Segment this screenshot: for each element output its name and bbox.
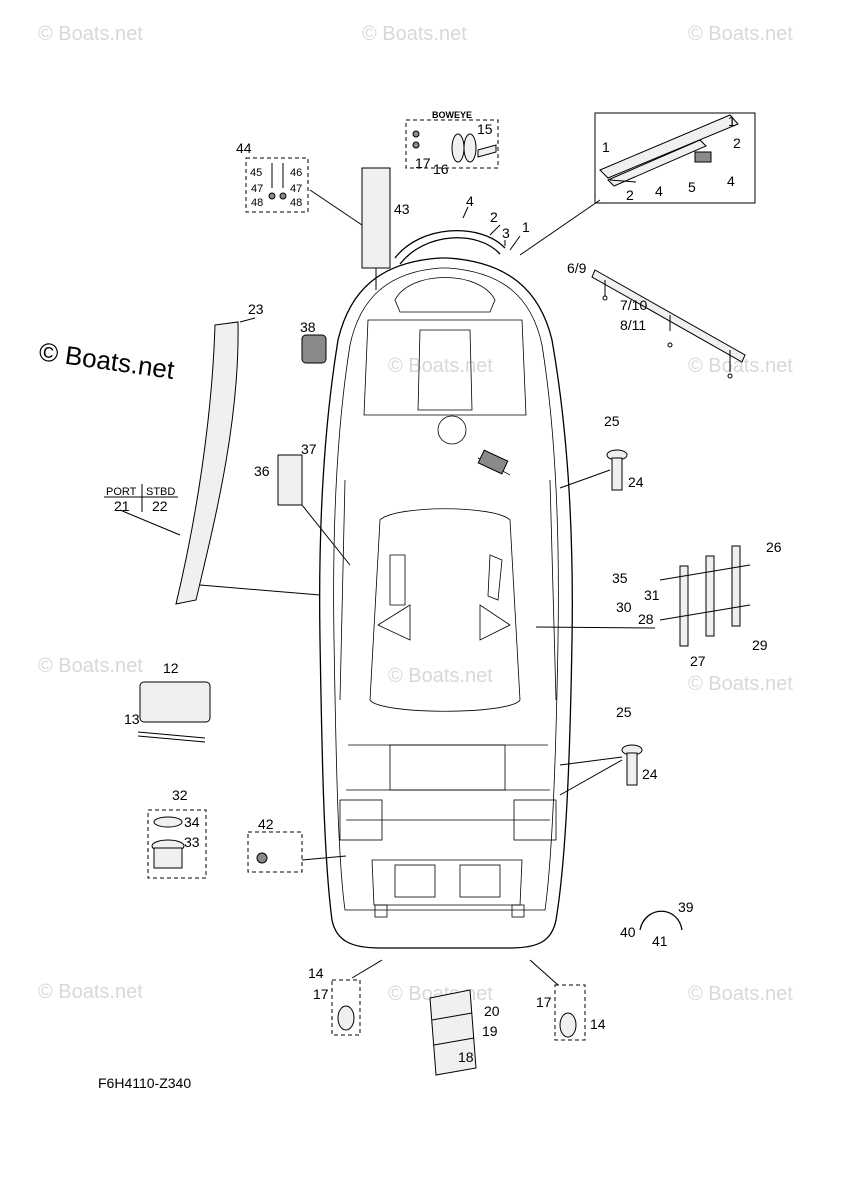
callouts: BOWEYE 1 2 1 4 4 5 2 15 17 16 44 45 46 4… (98, 110, 782, 1091)
boat-hull (319, 257, 573, 949)
callout: 38 (300, 319, 316, 335)
callout: 14 (590, 1016, 606, 1032)
callout: 14 (308, 965, 324, 981)
callout: 19 (482, 1023, 498, 1039)
port-label: PORT (106, 486, 137, 498)
boarding-ladder (429, 989, 477, 1076)
watermark: © Boats.net (688, 355, 793, 377)
callout: 47 (251, 183, 263, 195)
part-42 (247, 831, 347, 873)
callout: 43 (394, 201, 410, 217)
rod-holder-rear (559, 744, 643, 796)
callout: 41 (652, 933, 668, 949)
callout: 18 (458, 1049, 474, 1065)
diagram-code: F6H4110-Z340 (98, 1075, 191, 1091)
grab-handle (639, 910, 683, 931)
callout: 36 (254, 463, 270, 479)
callout: 25 (616, 704, 632, 720)
top-rail (591, 269, 746, 379)
cup-holder (147, 809, 207, 879)
callout: 1 (522, 219, 530, 235)
callout: 35 (612, 570, 628, 586)
callout: 29 (752, 637, 768, 653)
callout: 42 (258, 816, 274, 832)
callout: 1 (728, 113, 736, 129)
callout: 3 (502, 225, 510, 241)
watermark-main: © Boats.net (37, 336, 177, 385)
callout: 16 (433, 161, 449, 177)
callout: 4 (466, 193, 474, 209)
cleat-port (331, 959, 383, 1036)
callout: 24 (642, 766, 658, 782)
boweye-assembly (405, 119, 499, 169)
callout: 8/11 (620, 317, 646, 333)
callout: 13 (124, 711, 140, 727)
callout: 26 (766, 539, 782, 555)
callout: 6/9 (567, 260, 587, 276)
callout: 28 (638, 611, 654, 627)
callout: 15 (477, 121, 493, 137)
callout: 47 (290, 183, 302, 195)
watermark: © Boats.net (38, 655, 143, 677)
callout: 31 (644, 587, 660, 603)
callout: 12 (163, 660, 179, 676)
watermark: © Boats.net (688, 983, 793, 1005)
callout: 48 (290, 197, 302, 209)
rod-rack (535, 545, 751, 647)
watermark: © Boats.net (38, 981, 143, 1003)
watermark: © Boats.net (388, 355, 493, 377)
part-38 (301, 334, 327, 364)
callout: 45 (250, 167, 262, 179)
callout: 48 (251, 197, 263, 209)
cleat-stbd (529, 959, 586, 1041)
callout: 2 (490, 209, 498, 225)
callout: 4 (655, 183, 663, 199)
callout: 2 (733, 135, 741, 151)
callout: 17 (536, 994, 552, 1010)
callout: 40 (620, 924, 636, 940)
watermark: © Boats.net (362, 23, 467, 45)
side-rail (119, 317, 321, 605)
callout: 32 (172, 787, 188, 803)
watermark: © Boats.net (688, 23, 793, 45)
callout: 4 (727, 173, 735, 189)
stbd-label: STBD (146, 486, 175, 498)
callout: 25 (604, 413, 620, 429)
callout: 5 (688, 179, 696, 195)
watermark: © Boats.net (388, 665, 493, 687)
callout: 23 (248, 301, 264, 317)
callout: 21 (114, 498, 130, 514)
callout: 34 (184, 814, 200, 830)
callout: 24 (628, 474, 644, 490)
callout: 27 (690, 653, 706, 669)
pad-43 (309, 167, 391, 290)
bow-rails (394, 199, 601, 265)
callout: 22 (152, 498, 168, 514)
rod-holder-front (559, 449, 628, 491)
part-36 (277, 454, 351, 566)
callout: 46 (290, 167, 302, 179)
callout: 44 (236, 140, 252, 156)
callout: 2 (626, 187, 634, 203)
callout: 33 (184, 834, 200, 850)
cooler (137, 681, 211, 743)
callout: 39 (678, 899, 694, 915)
callout: 17 (415, 155, 431, 171)
callout: 20 (484, 1003, 500, 1019)
callout: 1 (602, 139, 610, 155)
watermark: © Boats.net (38, 23, 143, 45)
bolt-set (245, 157, 309, 213)
callout: 17 (313, 986, 329, 1002)
rubrail-detail (594, 112, 756, 204)
boweye-label: BOWEYE (432, 110, 472, 120)
callout: 37 (301, 441, 317, 457)
watermark: © Boats.net (688, 673, 793, 695)
callout: 30 (616, 599, 632, 615)
callout: 7/10 (620, 297, 647, 313)
